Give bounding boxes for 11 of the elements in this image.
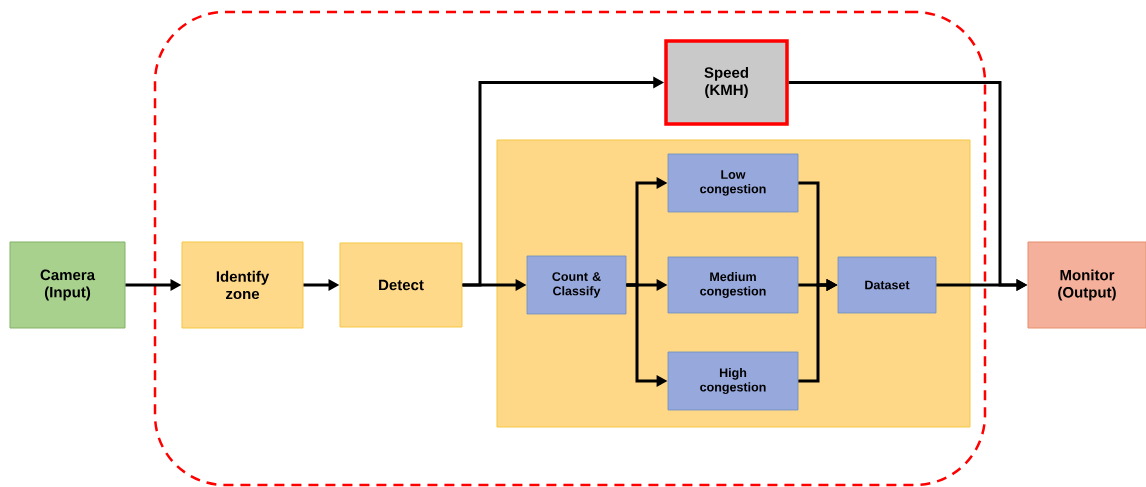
dashed-boundary (153, 10, 987, 487)
process-box: High congestion (667, 351, 799, 411)
highlighted-box: Speed (KMH) (664, 39, 789, 126)
process-box: Dataset (837, 256, 937, 314)
process-box: Detect (339, 242, 463, 328)
process-box: Count & Classify (526, 255, 627, 315)
process-box: Identify zone (181, 241, 304, 329)
process-box: Medium congestion (667, 256, 799, 314)
process-box: Low congestion (667, 153, 799, 213)
input-box: Camera (Input) (9, 241, 126, 329)
output-box: Monitor (Output) (1027, 241, 1146, 329)
